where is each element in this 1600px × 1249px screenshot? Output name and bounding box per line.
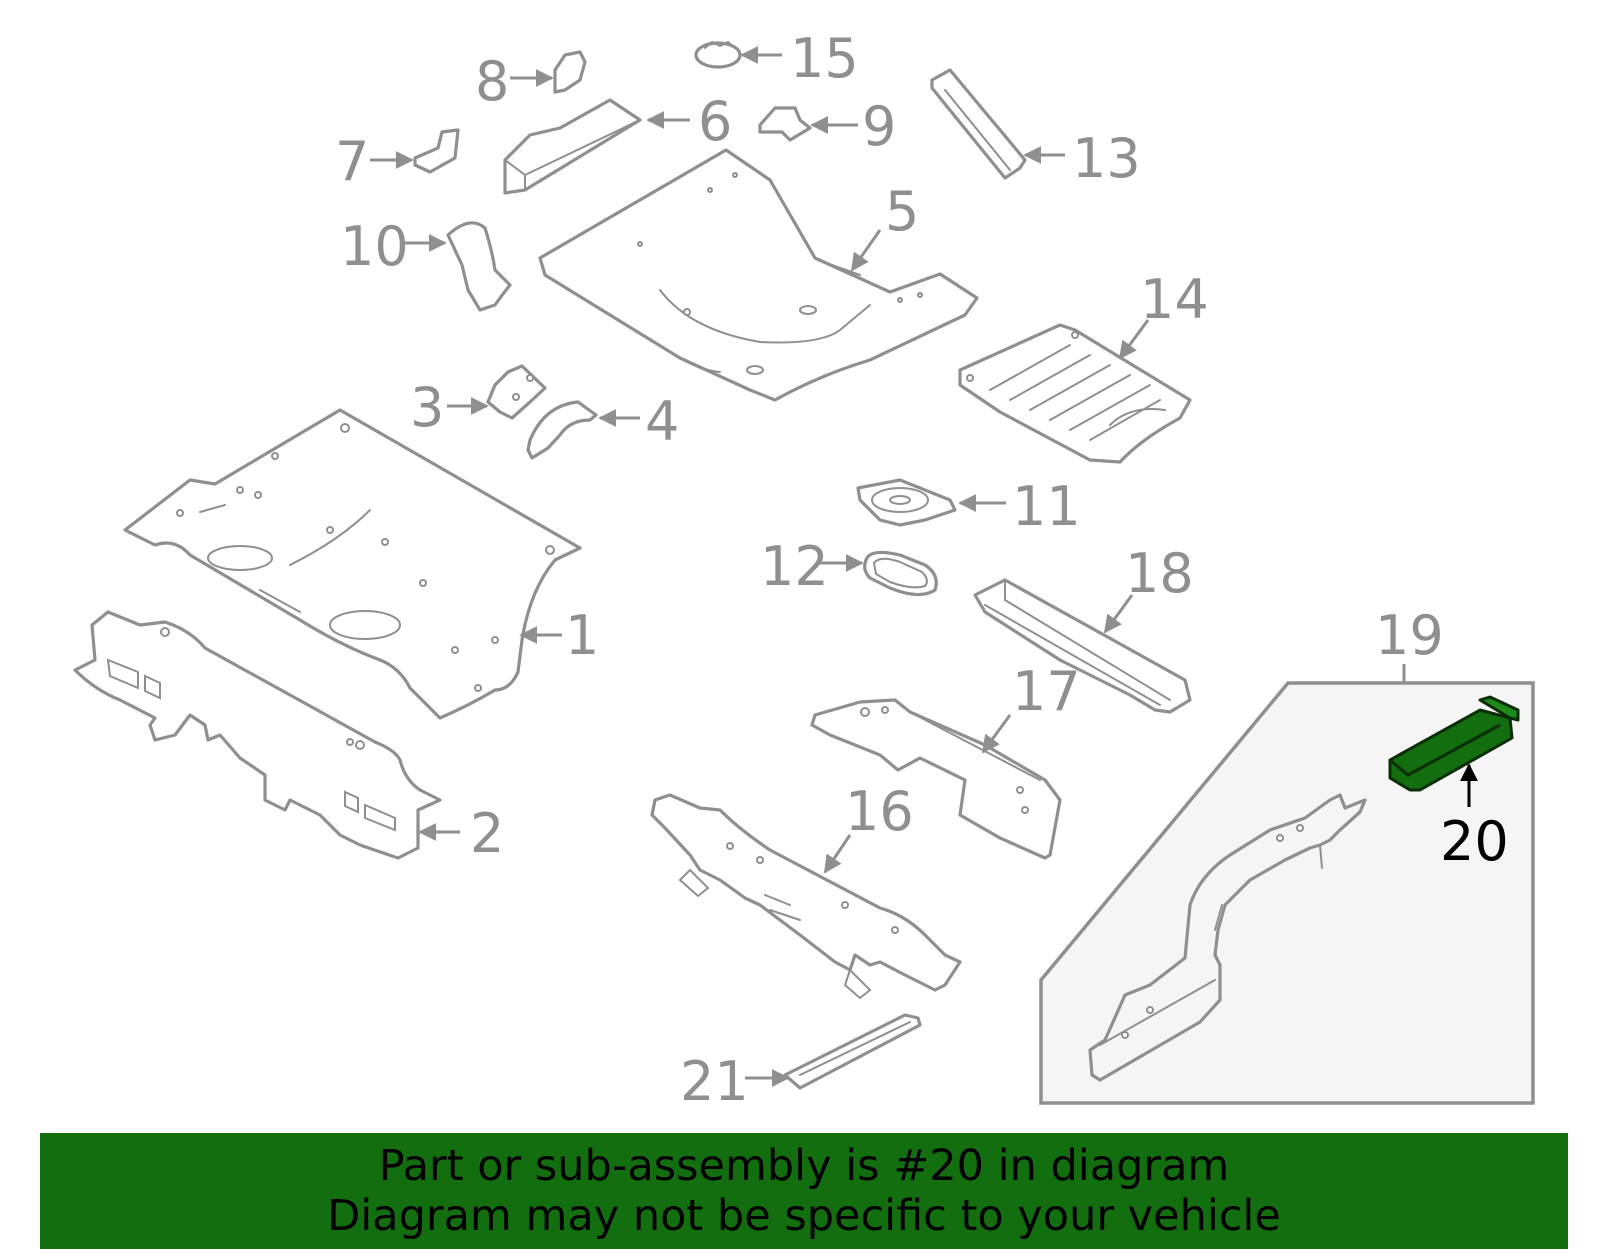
callout-10: 10 [340, 215, 447, 278]
part-6-panel [503, 98, 642, 195]
callout-16: 16 [823, 780, 914, 874]
svg-text:14: 14 [1140, 268, 1209, 331]
callout-1: 1 [519, 604, 599, 667]
svg-text:2: 2 [470, 802, 504, 865]
callout-11: 11 [958, 475, 1081, 538]
part-7-bracket [413, 128, 460, 174]
part-11-plate [856, 478, 957, 527]
svg-text:16: 16 [845, 780, 914, 843]
svg-text:13: 13 [1072, 127, 1141, 190]
callout-8: 8 [475, 50, 554, 113]
svg-text:19: 19 [1375, 604, 1444, 667]
part-2-rear-crossmember [73, 610, 442, 860]
part-14-floor-extension [958, 323, 1192, 464]
callout-9: 9 [810, 95, 896, 158]
svg-text:10: 10 [340, 215, 409, 278]
part-4-bracket [526, 400, 598, 460]
callout-6: 6 [646, 90, 732, 153]
callout-15: 15 [740, 27, 859, 90]
banner-line-disclaimer: Diagram may not be specific to your vehi… [327, 1191, 1281, 1241]
svg-text:6: 6 [698, 90, 732, 153]
svg-text:18: 18 [1125, 542, 1194, 605]
svg-text:11: 11 [1012, 475, 1081, 538]
part-12-grommet [863, 550, 938, 597]
callout-14: 14 [1118, 268, 1209, 360]
svg-text:8: 8 [475, 50, 509, 113]
callout-20: 20 [1440, 763, 1509, 873]
part-15-plug [694, 40, 742, 69]
part-17-bracket-panel [810, 698, 1062, 860]
svg-text:7: 7 [335, 130, 369, 193]
svg-text:12: 12 [760, 535, 829, 598]
callout-12: 12 [760, 535, 864, 598]
part-18-crossmember [973, 578, 1192, 714]
svg-text:3: 3 [410, 376, 444, 439]
part-16-side-member [650, 793, 962, 1000]
callout-18: 18 [1103, 542, 1194, 634]
svg-text:9: 9 [862, 95, 896, 158]
part-21-sill-strip [783, 1013, 922, 1090]
info-banner: Part or sub-assembly is #20 in diagram D… [40, 1133, 1568, 1249]
part-3-bracket [486, 364, 547, 420]
callout-5: 5 [850, 180, 919, 272]
part-9-bracket [758, 106, 812, 142]
svg-text:20: 20 [1440, 810, 1509, 873]
part-10-bracket [446, 221, 512, 312]
part-19-wheelhouse-assembly [1088, 793, 1367, 1082]
callout-4: 4 [598, 390, 679, 453]
callout-2: 2 [418, 802, 504, 865]
part-1-rear-floor-panel [123, 408, 582, 720]
callout-3: 3 [410, 376, 489, 439]
callout-7: 7 [335, 130, 414, 193]
part-8-bracket [553, 50, 587, 94]
svg-text:15: 15 [790, 27, 859, 90]
callout-17: 17 [981, 660, 1081, 754]
callout-21: 21 [680, 1050, 790, 1113]
part-13-rail [930, 68, 1027, 180]
parts-diagram: 1 2 3 4 5 [73, 27, 1535, 1113]
banner-line-part-number: Part or sub-assembly is #20 in diagram [378, 1141, 1230, 1191]
svg-text:4: 4 [645, 390, 679, 453]
svg-text:1: 1 [565, 604, 599, 667]
svg-text:5: 5 [885, 180, 919, 243]
svg-text:17: 17 [1012, 660, 1081, 723]
callout-19: 19 [1375, 604, 1444, 667]
callout-13: 13 [1023, 127, 1141, 190]
svg-text:21: 21 [680, 1050, 749, 1113]
part-5-floor-pan [538, 148, 979, 402]
